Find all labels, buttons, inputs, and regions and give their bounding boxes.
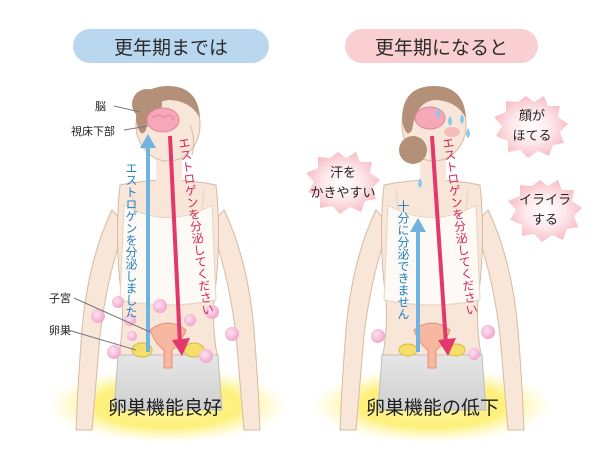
symptom-flush: 顔が ほてる [495,107,569,147]
up-arrowhead-right [410,218,426,232]
symptom-irritation-line1: イライラ [518,193,571,208]
label-uterus: 子宮 [49,292,71,305]
down-arrowhead-left [172,338,190,356]
symptom-irritation-line2: する [531,213,558,228]
symptom-sweat-line2: かきやすい [310,186,376,201]
right-figure [312,86,552,443]
left-figure [48,86,288,443]
caption-right: 卵巣機能の低下 [366,397,500,419]
symptom-sweat-line1: 汗を [329,166,356,181]
symptom-flush-line2: ほてる [512,129,552,144]
label-hypothalamus: 視床下部 [71,125,115,138]
starburst-sweat [306,152,380,214]
right-up-arrow-text: 十分に分泌できません [396,200,410,320]
caption-left: 卵巣機能良好 [108,397,223,419]
left-up-arrow-text: エストロゲンを分泌しました [124,162,138,318]
label-ovary: 卵巣 [49,324,71,337]
up-arrowhead-left [140,134,156,148]
symptom-flush-line1: 顔が [518,109,545,124]
label-brain: 脳 [95,100,106,113]
starburst-flush [494,96,568,158]
symptom-irritation: イライラ する [508,191,582,231]
title-left: 更年期までは [73,29,269,63]
title-right: 更年期になると [345,29,538,63]
down-arrowhead-right [438,338,456,356]
starburst-irritation [508,180,582,242]
symptom-sweat: 汗を かきやすい [305,164,381,204]
